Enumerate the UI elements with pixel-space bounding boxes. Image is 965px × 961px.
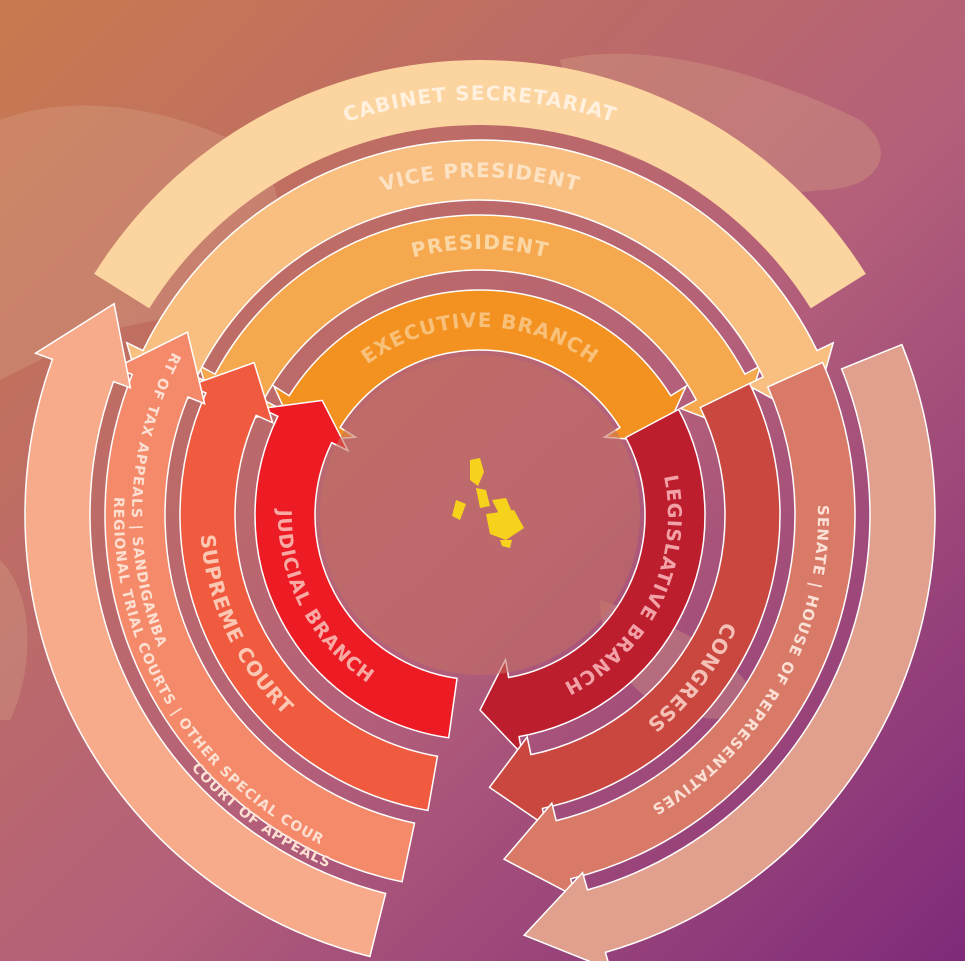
cabinet-secretariat-arrow xyxy=(94,59,866,309)
island-shape-5 xyxy=(500,540,512,548)
island-shape-0 xyxy=(470,458,484,486)
continent-shape-2 xyxy=(0,560,28,720)
island-shape-4 xyxy=(486,510,524,540)
philippines-map-icon xyxy=(452,458,524,548)
judicial-outer-arrow xyxy=(24,302,387,958)
center-globe xyxy=(320,355,640,675)
island-shape-3 xyxy=(452,500,466,520)
island-shape-1 xyxy=(476,488,490,508)
legislative-outer-arrow xyxy=(522,343,936,961)
